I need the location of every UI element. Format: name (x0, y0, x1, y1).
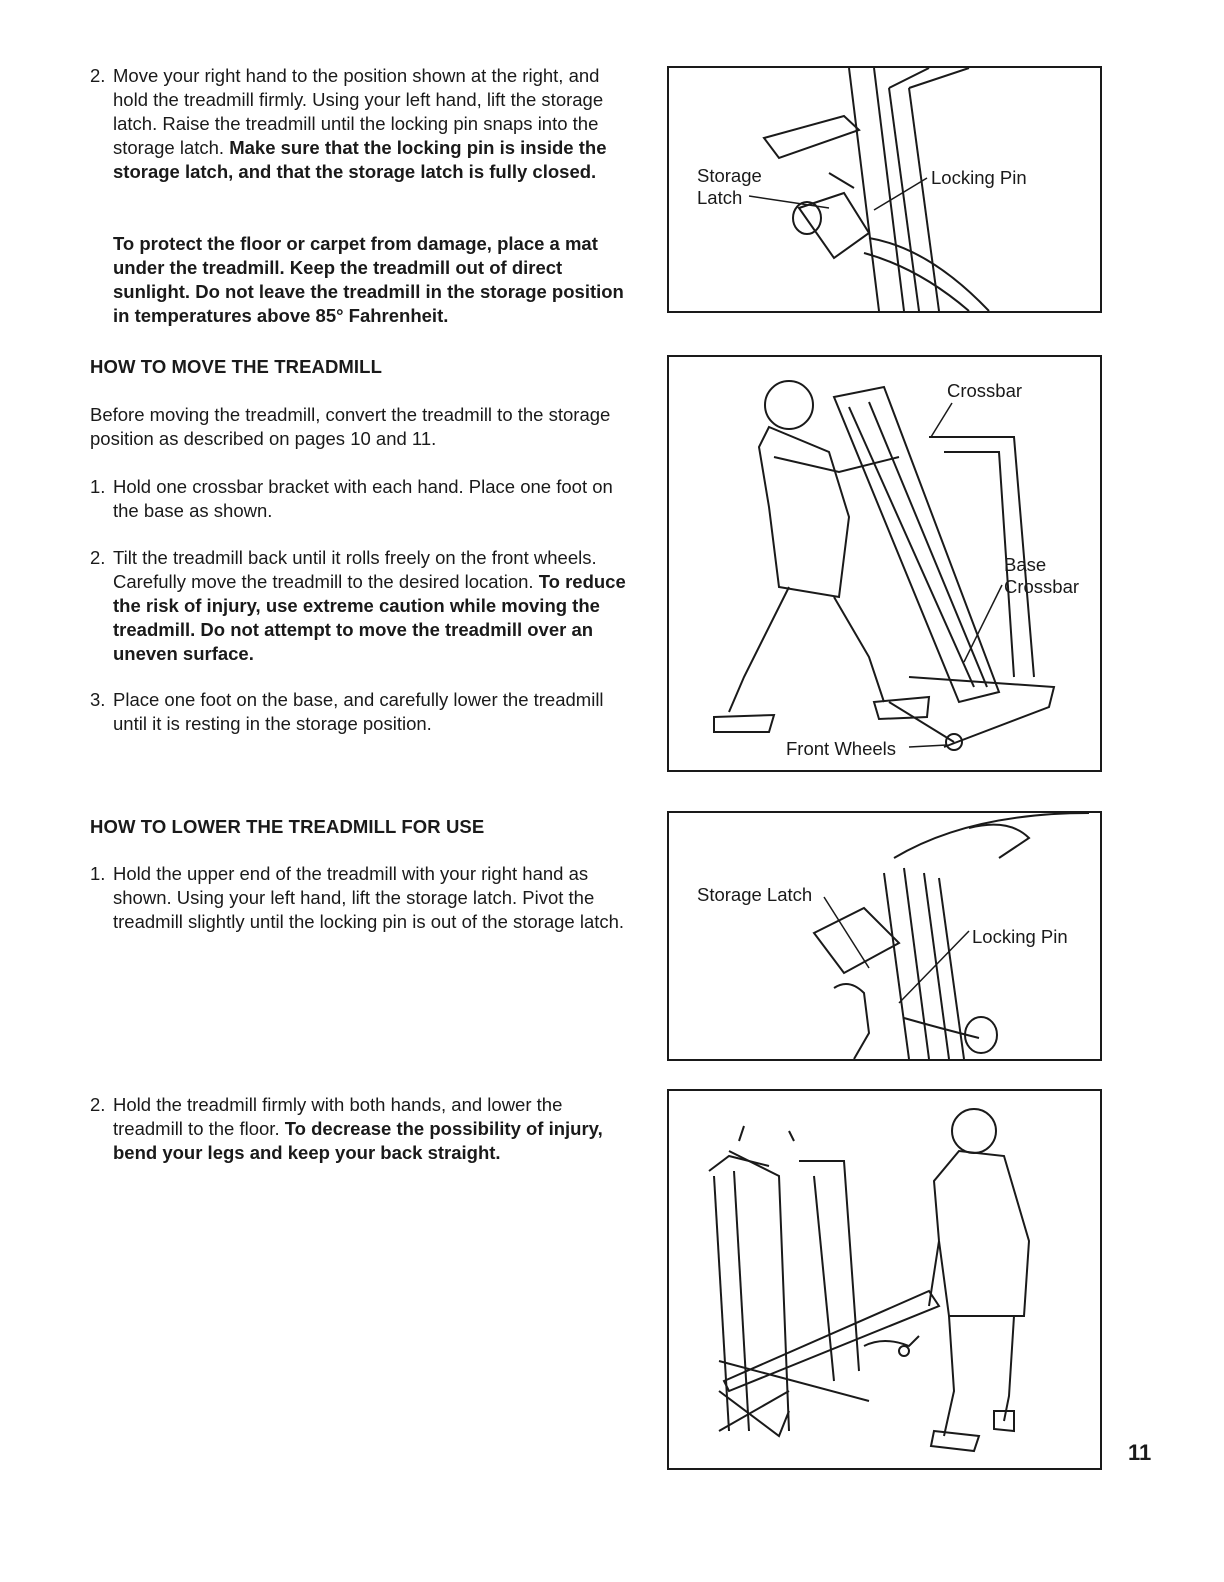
step-warning: Make sure that the locking pin is inside… (113, 137, 607, 182)
label-latch: Latch (697, 187, 742, 208)
label-crossbar: Crossbar (947, 380, 1022, 401)
move-step-1: 1. Hold one crossbar bracket with each h… (90, 476, 613, 521)
lower-warning: To decrease the possibility of injury, b… (113, 1118, 603, 1163)
figure-lower-floor (667, 1089, 1102, 1470)
label-locking-pin: Locking Pin (972, 926, 1068, 947)
move-step-3: 3. Place one foot on the base, and caref… (90, 689, 604, 734)
move-treadmill-illustration: Crossbar Base Crossbar Front Wheels (713, 380, 1079, 759)
label-locking-pin: Locking Pin (931, 167, 1027, 188)
storage-latch-illustration: Storage Latch Locking Pin (697, 68, 1027, 311)
move-step-2: 2. Tilt the treadmill back until it roll… (90, 547, 626, 664)
floor-protection-warning: To protect the floor or carpet from dama… (113, 233, 624, 326)
page-number: 11 (1128, 1440, 1152, 1465)
move-intro: Before moving the treadmill, convert the… (90, 404, 611, 449)
move-heading: HOW TO MOVE THE TREADMILL (90, 356, 382, 377)
lower-latch-illustration: Storage Latch Locking Pin (697, 813, 1090, 1059)
label-base: Base (1004, 554, 1046, 575)
label-base-crossbar: Crossbar (1004, 576, 1079, 597)
figure-lower-latch: Storage Latch Locking Pin (667, 811, 1102, 1061)
lower-step-1: 1. Hold the upper end of the treadmill w… (90, 863, 625, 932)
figure-storage-latch: Storage Latch Locking Pin (667, 66, 1102, 313)
label-front-wheels: Front Wheels (786, 738, 896, 759)
lower-heading: HOW TO LOWER THE TREADMILL FOR USE (90, 816, 485, 837)
step-text: Move your right hand to the position sho… (113, 65, 604, 158)
move-warning: To reduce the risk of injury, use extrem… (113, 571, 626, 664)
step-number: 2. (90, 65, 106, 86)
label-storage-latch: Storage Latch (697, 884, 812, 905)
storage-step-2: 2. Move your right hand to the position … (90, 64, 635, 184)
label-storage: Storage (697, 165, 762, 186)
figure-move-treadmill: Crossbar Base Crossbar Front Wheels (667, 355, 1102, 772)
lower-floor-illustration (708, 1108, 1031, 1453)
lower-step-2: 2. Hold the treadmill firmly with both h… (90, 1094, 603, 1163)
